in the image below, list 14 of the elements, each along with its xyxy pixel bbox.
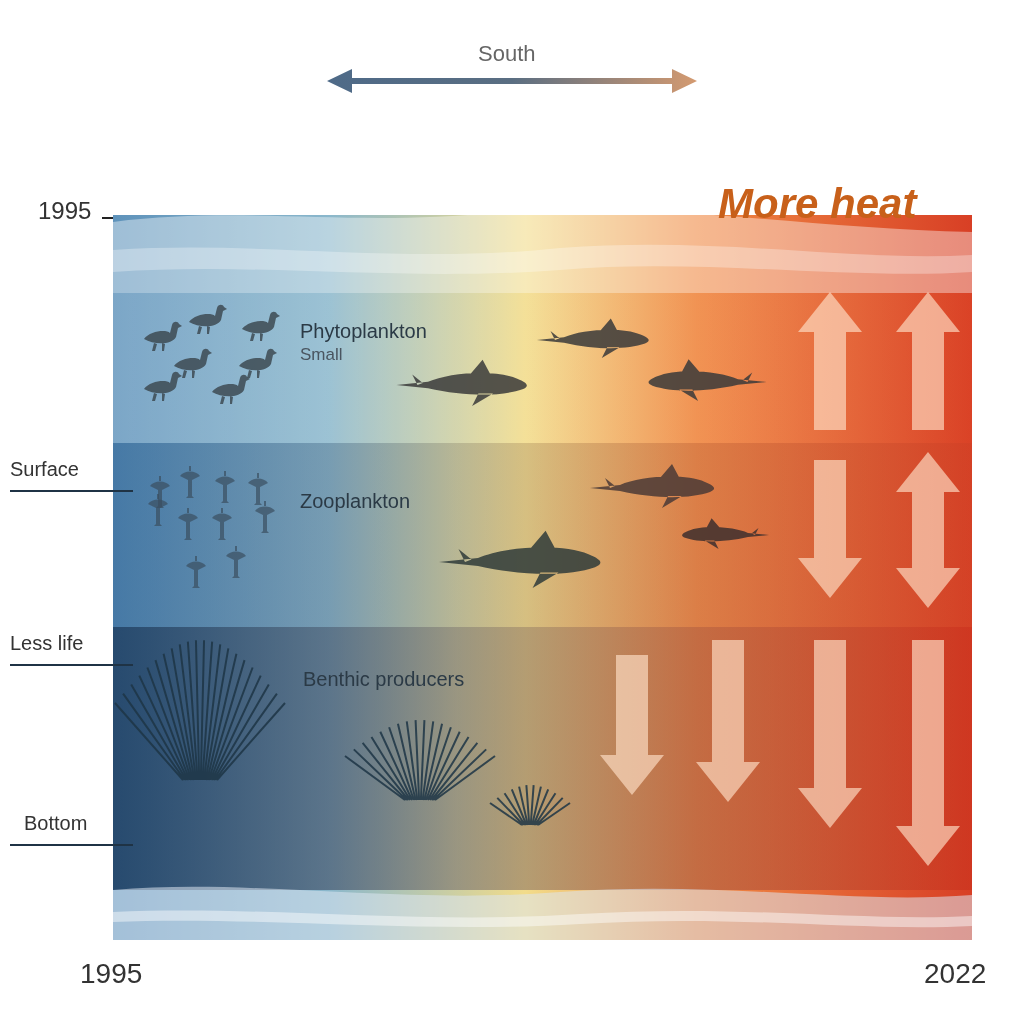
direction-label: South [478, 40, 536, 68]
ocean-layer-band [113, 443, 972, 627]
layer-title: Phytoplankton [300, 319, 427, 344]
year-label: 2022 [924, 957, 987, 991]
layer-title: Zooplankton [300, 489, 411, 514]
depth-label: Surface [10, 457, 79, 482]
depth-label: Less life [10, 631, 84, 656]
ocean-layer-band [113, 627, 972, 890]
depth-label: Bottom [24, 811, 88, 836]
year-label: 1995 [80, 957, 143, 991]
layer-title: Benthic producers [303, 667, 465, 692]
year-label: 1995 [38, 196, 92, 226]
heat-label: More heat [718, 179, 917, 229]
layer-subtitle: Small [300, 344, 344, 366]
